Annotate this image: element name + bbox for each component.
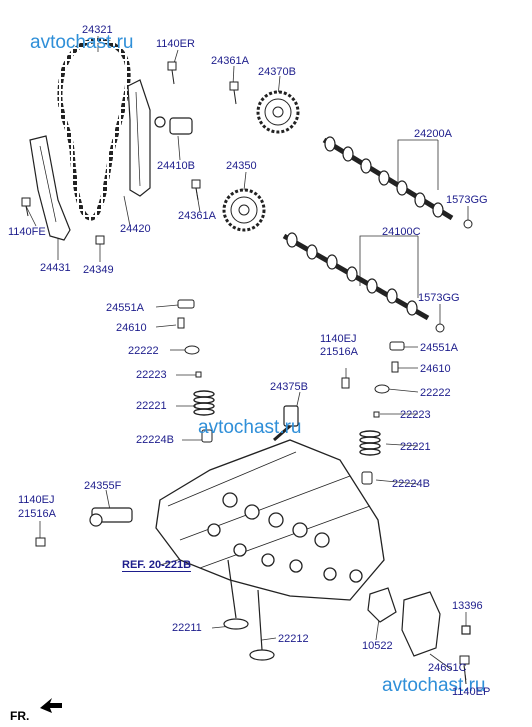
label-1140FE: 1140FE xyxy=(8,226,46,238)
label-22221-left: 22221 xyxy=(136,400,167,412)
watermark-top: avtochast.ru xyxy=(30,32,134,53)
label-22221-right: 22221 xyxy=(400,441,431,453)
label-24651C: 24651C xyxy=(428,662,467,674)
label-24361A-mid: 24361A xyxy=(178,210,216,222)
oil-control-valve-upper xyxy=(273,405,299,442)
valve-train-small-parts xyxy=(177,299,405,418)
label-24355F: 24355F xyxy=(84,480,122,492)
label-24610-left: 24610 xyxy=(116,322,147,334)
label-24349: 24349 xyxy=(83,264,114,276)
front-direction-arrow-icon xyxy=(40,698,62,713)
label-22212: 22212 xyxy=(278,633,309,645)
label-21516A-left: 21516A xyxy=(18,508,56,520)
oil-control-valve-lower xyxy=(89,507,133,527)
label-24321: 24321 xyxy=(82,24,113,36)
label-1573GG-top: 1573GG xyxy=(446,194,488,206)
chain-tensioner-arm xyxy=(127,79,151,197)
label-13396: 13396 xyxy=(452,600,483,612)
valves xyxy=(223,559,275,661)
label-1140EP: 1140EP xyxy=(452,686,491,698)
label-22224B-left: 22224B xyxy=(136,434,174,446)
label-1140EJ-right: 1140EJ xyxy=(320,333,357,345)
label-22222-right: 22222 xyxy=(420,387,451,399)
valve-stem-seals xyxy=(201,429,373,485)
chain-guide-left xyxy=(29,135,71,241)
sprocket-upper xyxy=(256,90,300,134)
label-10522: 10522 xyxy=(362,640,393,652)
plug-lower xyxy=(435,323,445,333)
label-24361A-top: 24361A xyxy=(211,55,249,67)
label-22222-left: 22222 xyxy=(128,345,159,357)
sprocket-lower xyxy=(222,188,266,232)
label-24610-right: 24610 xyxy=(420,363,451,375)
reference-label[interactable]: REF. 20-221B xyxy=(122,559,192,572)
label-24551A-left: 24551A xyxy=(106,302,144,314)
plug-upper xyxy=(463,219,473,229)
timing-chain xyxy=(57,38,131,221)
front-direction-label: FR. xyxy=(10,709,30,723)
label-22211: 22211 xyxy=(172,622,202,634)
gasket-and-cover xyxy=(367,587,471,657)
label-1140EJ-left: 1140EJ xyxy=(18,494,55,506)
chain-tensioner xyxy=(154,116,193,135)
cylinder-head xyxy=(155,439,385,601)
label-22223-left: 22223 xyxy=(136,369,167,381)
watermark-bottom: avtochast.ru xyxy=(382,675,486,696)
label-24370B: 24370B xyxy=(258,66,296,78)
label-24200A: 24200A xyxy=(414,128,452,140)
label-22224B-right: 22224B xyxy=(392,478,430,490)
camshaft-intake xyxy=(282,232,430,321)
label-1573GG-bot: 1573GG xyxy=(418,292,460,304)
label-24375B: 24375B xyxy=(270,381,308,393)
camshaft-exhaust xyxy=(322,136,454,221)
label-24410B: 24410B xyxy=(157,160,195,172)
label-22223-right: 22223 xyxy=(400,409,431,421)
bolts xyxy=(21,61,470,685)
label-24350: 24350 xyxy=(226,160,257,172)
label-24551A-right: 24551A xyxy=(420,342,458,354)
label-24420: 24420 xyxy=(120,223,151,235)
watermark-middle: avtochast.ru xyxy=(198,417,302,438)
label-24100C: 24100C xyxy=(382,226,421,238)
label-21516A-right: 21516A xyxy=(320,346,358,358)
label-24431: 24431 xyxy=(40,262,71,274)
label-1140ER: 1140ER xyxy=(156,38,195,50)
valve-springs xyxy=(193,390,381,456)
